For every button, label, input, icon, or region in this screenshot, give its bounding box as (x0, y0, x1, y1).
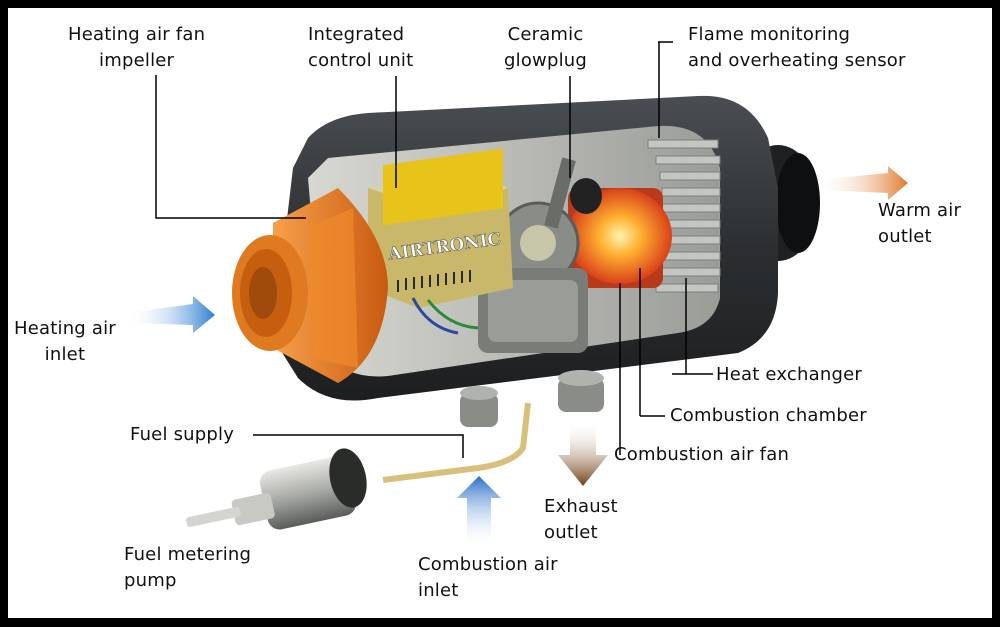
label-heating-air-inlet: Heating air inlet (14, 316, 116, 368)
label-fuel-metering-pump: Fuel metering pump (124, 542, 251, 594)
control-unit-board (383, 148, 503, 226)
heater-cutaway-illustration: AIRTRONIC (126, 41, 908, 548)
label-line: control unit (308, 50, 414, 71)
label-line: and overheating sensor (688, 50, 906, 71)
heating-air-fan-impeller (232, 188, 388, 383)
label-line: impeller (99, 50, 175, 71)
exhaust-arrow (558, 420, 608, 486)
label-line: Flame monitoring (688, 24, 851, 45)
exhaust-port (558, 378, 604, 412)
label-line: Exhaust (544, 496, 618, 517)
label-fuel-supply: Fuel supply (130, 424, 235, 445)
label-combustion-air-fan: Combustion air fan (614, 444, 790, 465)
label-line: inlet (44, 344, 86, 365)
label-line: inlet (418, 580, 459, 601)
leader-lines (155, 41, 713, 458)
label-ceramic-glowplug: Ceramic glowplug (504, 22, 587, 74)
fuel-line (382, 402, 531, 483)
label-heat-exchanger: Heat exchanger (716, 364, 862, 385)
label-warm-air-outlet: Warm air outlet (878, 198, 961, 250)
flame (568, 188, 672, 284)
label-line: Integrated (308, 24, 405, 45)
label-line: Combustion air (418, 554, 558, 575)
label-line: Heating air fan (68, 24, 206, 45)
label-line: outlet (544, 522, 598, 543)
label-line: Warm air (878, 200, 962, 221)
diagram-frame: AIRTRONIC Heatin (8, 8, 992, 618)
heating-inlet-arrow (126, 296, 215, 333)
fuel-metering-pump (186, 448, 367, 530)
label-line: Ceramic (507, 24, 584, 45)
combustion-inlet-port (460, 393, 498, 427)
combustion-inlet-arrow (457, 476, 501, 548)
label-integrated-control-unit: Integrated control unit (308, 22, 413, 74)
glowplug (544, 157, 576, 229)
label-line: Heating air (14, 318, 116, 339)
label-line: outlet (878, 226, 932, 247)
label-flame-monitoring-sensor: Flame monitoring and overheating sensor (688, 22, 906, 74)
label-line: glowplug (504, 50, 588, 71)
label-heating-air-fan-impeller: Heating air fan impeller (68, 22, 205, 74)
label-combustion-chamber: Combustion chamber (670, 405, 867, 426)
label-combustion-air-inlet: Combustion air inlet (418, 552, 558, 604)
label-exhaust-outlet: Exhaust outlet (544, 494, 618, 546)
warm-air-arrow (816, 166, 908, 200)
label-line: Fuel metering (124, 544, 252, 565)
label-line: pump (124, 570, 177, 591)
